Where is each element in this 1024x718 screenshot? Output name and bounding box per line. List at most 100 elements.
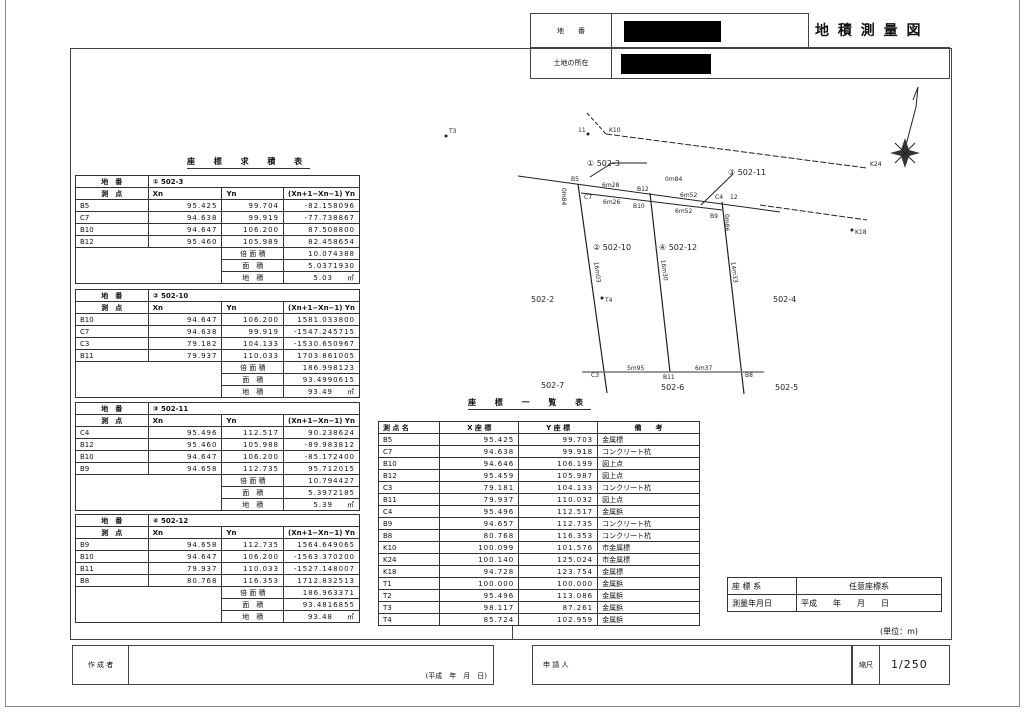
point-marker (600, 296, 604, 300)
compass-icon (890, 86, 920, 168)
land_area-label: 地 積 (221, 385, 284, 398)
x-coord-cell: 85.724 (439, 613, 520, 626)
distance-label: 14m33 (729, 261, 739, 283)
neighbor-lot-label: 502-7 (541, 381, 564, 390)
point-label: K10 (609, 127, 621, 134)
blank-cell (74, 586, 223, 623)
point-label: T3 (448, 128, 457, 135)
lot-label: ① 502-3 (587, 159, 620, 168)
lot-boundary-line (577, 183, 608, 394)
distance-label: 6m28 (602, 182, 619, 189)
point-label: B11 (663, 374, 675, 381)
distance-label: 16m03 (592, 261, 602, 283)
blank-cell (74, 474, 223, 511)
lot-boundary-line (721, 201, 745, 395)
distance-label: 0m84 (560, 188, 567, 205)
point-label: C4 (715, 194, 723, 201)
point-label: B9 (710, 213, 718, 220)
reference-line (586, 112, 607, 135)
distance-label: 6m52 (680, 192, 697, 199)
lot-boundary-line (649, 192, 671, 373)
point-label: B8 (745, 372, 753, 379)
page-border (5, 0, 1020, 707)
point-label: B12 (637, 186, 649, 193)
remarks-cell: 金属鋲 (597, 613, 700, 626)
lot-number-label: 地 番 (531, 14, 612, 48)
distance-label: 16m30 (659, 259, 669, 281)
land_area-label: 地 積 (221, 271, 284, 284)
distance-label: 6m26 (603, 199, 620, 206)
distance-label: 6m37 (695, 365, 712, 372)
applicant-label: 申 請 人 (543, 661, 569, 669)
neighbor-lot-label: 502-6 (661, 383, 684, 392)
distance-label: 0m86 (723, 214, 730, 231)
point-label: C7 (584, 194, 592, 201)
unit-label: ㎡ (347, 387, 355, 396)
location-box: 土地の所在 (530, 47, 950, 79)
point-label: 12 (730, 194, 738, 201)
y-coord-cell: 102.959 (518, 613, 599, 626)
leader-line (700, 173, 734, 206)
point-marker (586, 132, 590, 136)
point-marker (444, 134, 448, 138)
point-name-cell: T4 (377, 613, 441, 626)
unit-label: ㎡ (347, 500, 355, 509)
point-label: 11 (578, 127, 586, 134)
document-title: 地 積 測 量 図 (815, 23, 923, 39)
applicant-box: 申 請 人 (532, 645, 854, 685)
location-label: 土地の所在 (531, 48, 612, 78)
land_area-label: 地 積 (221, 498, 284, 511)
point-label: T4 (604, 297, 613, 304)
point-label: K24 (870, 161, 882, 168)
unit-label: ㎡ (347, 612, 355, 621)
lot-label: ② 502-10 (593, 243, 631, 252)
double_area-value: 10.794427 (283, 474, 360, 487)
road-boundary-line (517, 175, 781, 213)
redacted-location (621, 54, 711, 74)
coord-system-table: 座 標 系任意座標系 測量年月日平成 年 月 日 (727, 577, 942, 612)
distance-label: 0m84 (665, 176, 682, 183)
redacted-lot-number (624, 21, 721, 42)
reference-line (759, 204, 868, 221)
author-label: 作 成 者 (73, 646, 129, 684)
neighbor-lot-label: 502-4 (773, 295, 796, 304)
unit-label: ㎡ (347, 273, 355, 282)
reference-line (605, 133, 868, 169)
lot-label: ③ 502-11 (728, 168, 766, 177)
leader-line (589, 162, 613, 178)
lot-label: ④ 502-12 (659, 243, 697, 252)
lot-number-box: 地 番 (530, 13, 809, 49)
